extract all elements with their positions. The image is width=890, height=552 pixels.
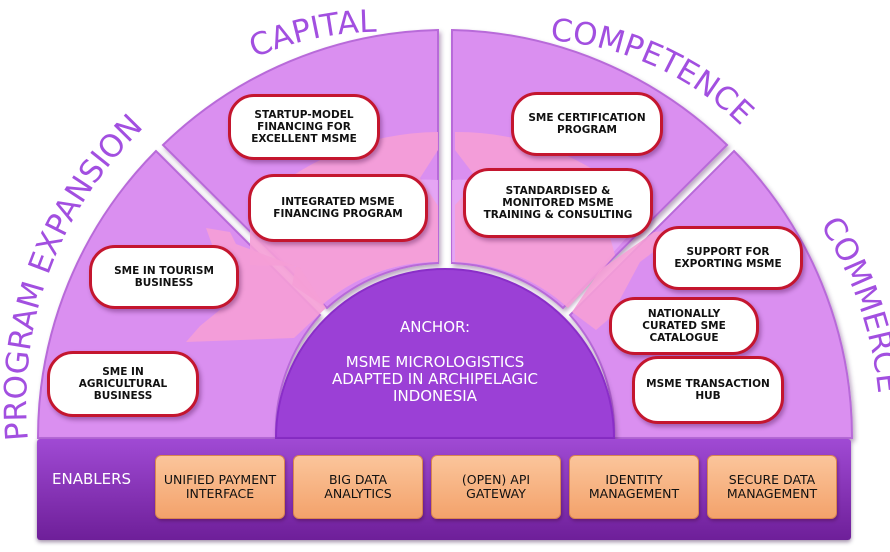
pill-startup-financing: STARTUP-MODEL FINANCING FOR EXCELLENT MS… (228, 94, 380, 160)
enabler-unified-payment: UNIFIED PAYMENT INTERFACE (155, 455, 285, 519)
anchor-semicircle (274, 268, 616, 439)
enabler-identity: IDENTITY MANAGEMENT (569, 455, 699, 519)
pill-training: STANDARDISED & MONITORED MSME TRAINING &… (463, 168, 653, 238)
enabler-secure-data: SECURE DATA MANAGEMENT (707, 455, 837, 519)
enabler-api-gateway: (OPEN) API GATEWAY (431, 455, 561, 519)
anchor-label: ANCHOR: (399, 318, 471, 336)
pill-tourism: SME IN TOURISM BUSINESS (89, 245, 239, 309)
enablers-label: ENABLERS (52, 470, 132, 488)
pill-exporting: SUPPORT FOR EXPORTING MSME (653, 226, 803, 290)
enabler-big-data: BIG DATA ANALYTICS (293, 455, 423, 519)
pill-certification: SME CERTIFICATION PROGRAM (511, 92, 663, 156)
anchor-text: MSME MICROLOGISTICS ADAPTED IN ARCHIPELA… (331, 353, 539, 405)
arrow-commerce (572, 229, 684, 330)
pill-catalogue: NATIONALLY CURATED SME CATALOGUE (609, 297, 759, 355)
pill-agricultural: SME IN AGRICULTURAL BUSINESS (47, 351, 199, 417)
pill-integrated-financing: INTEGRATED MSME FINANCING PROGRAM (248, 174, 428, 242)
pill-transaction-hub: MSME TRANSACTION HUB (632, 356, 784, 424)
